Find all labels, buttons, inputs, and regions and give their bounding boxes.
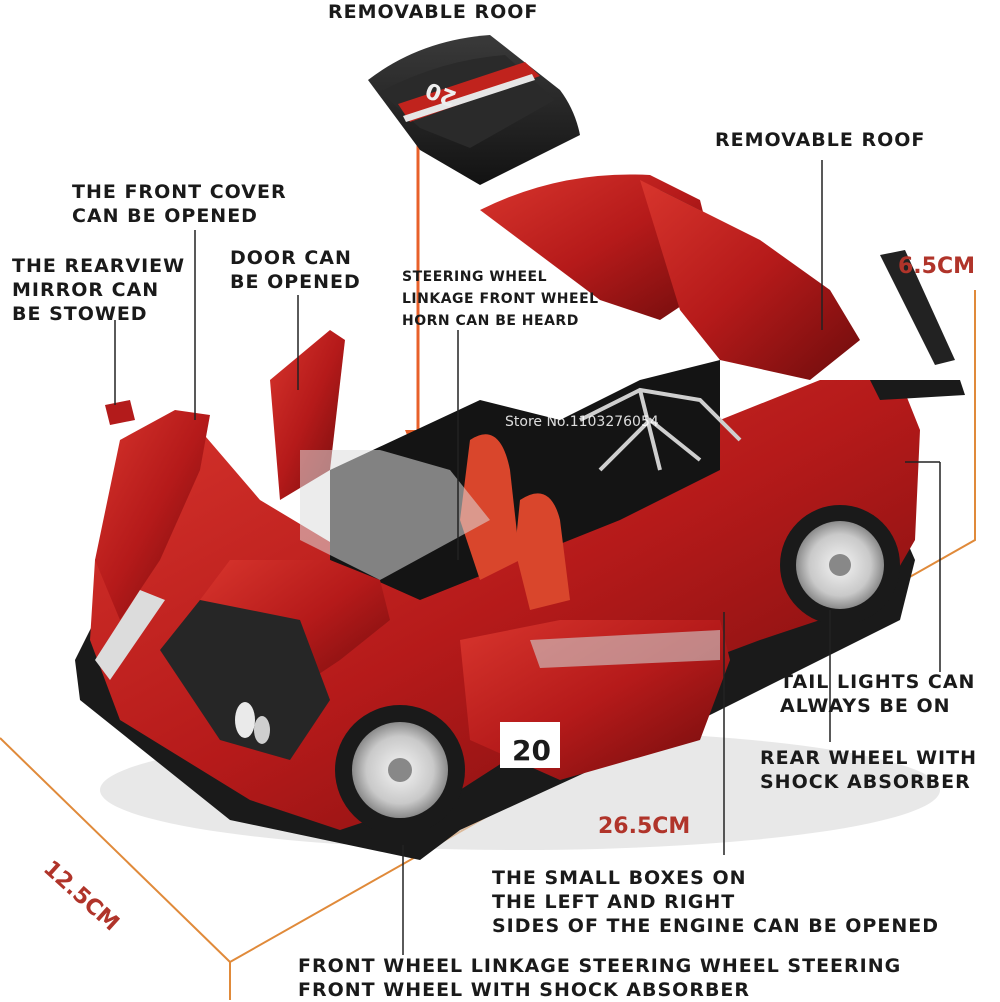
- door-line-1: DOOR CAN: [230, 247, 352, 269]
- rear-wheel-label: REAR WHEEL WITH SHOCK ABSORBER: [760, 746, 977, 794]
- small-boxes-line-3: SIDES OF THE ENGINE CAN BE OPENED: [492, 915, 939, 937]
- mirror-line-2: MIRROR CAN: [12, 279, 160, 301]
- length-dimension: 26.5CM: [598, 814, 691, 839]
- removable-roof-piece: 20: [368, 35, 580, 185]
- rear-wheel-line-2: SHOCK ABSORBER: [760, 771, 971, 793]
- small-boxes-line-2: THE LEFT AND RIGHT: [492, 891, 736, 913]
- small-boxes-label: THE SMALL BOXES ON THE LEFT AND RIGHT SI…: [492, 866, 939, 938]
- rearview-mirror-label: THE REARVIEW MIRROR CAN BE STOWED: [12, 254, 185, 326]
- removable-roof-label-top: REMOVABLE ROOF: [328, 1, 539, 23]
- mirror-line-3: BE STOWED: [12, 303, 148, 325]
- front-cover-line-1: THE FRONT COVER: [72, 181, 287, 203]
- tail-lights-label: TAIL LIGHTS CAN ALWAYS BE ON: [780, 670, 975, 718]
- removable-roof-label-right: REMOVABLE ROOF: [715, 129, 926, 151]
- small-boxes-line-1: THE SMALL BOXES ON: [492, 867, 747, 889]
- mirror-line-1: THE REARVIEW: [12, 255, 186, 277]
- steering-line-3: HORN CAN BE HEARD: [402, 313, 579, 329]
- height-dimension: 6.5CM: [898, 254, 976, 279]
- front-cover-label: THE FRONT COVER CAN BE OPENED: [72, 180, 287, 228]
- rear-wheel-line-1: REAR WHEEL WITH: [760, 747, 977, 769]
- leader-lines: [114, 160, 941, 955]
- front-cover-line-2: CAN BE OPENED: [72, 205, 258, 227]
- door-label: DOOR CAN BE OPENED: [230, 246, 361, 294]
- front-wheel-line-1: FRONT WHEEL LINKAGE STEERING WHEEL STEER…: [298, 955, 902, 977]
- car-model: 20: [75, 174, 965, 860]
- door-number-text: 20: [512, 734, 551, 767]
- store-watermark: Store No.1103276054: [505, 414, 659, 430]
- tail-lights-line-2: ALWAYS BE ON: [780, 695, 951, 717]
- steering-line-2: LINKAGE FRONT WHEEL: [402, 291, 599, 307]
- door-line-2: BE OPENED: [230, 271, 361, 293]
- steering-wheel-label: STEERING WHEEL LINKAGE FRONT WHEEL HORN …: [402, 266, 599, 332]
- tail-lights-line-1: TAIL LIGHTS CAN: [780, 671, 976, 693]
- front-wheel-line-2: FRONT WHEEL WITH SHOCK ABSORBER: [298, 979, 751, 1001]
- front-wheel-label: FRONT WHEEL LINKAGE STEERING WHEEL STEER…: [298, 954, 901, 1002]
- steering-line-1: STEERING WHEEL: [402, 269, 548, 285]
